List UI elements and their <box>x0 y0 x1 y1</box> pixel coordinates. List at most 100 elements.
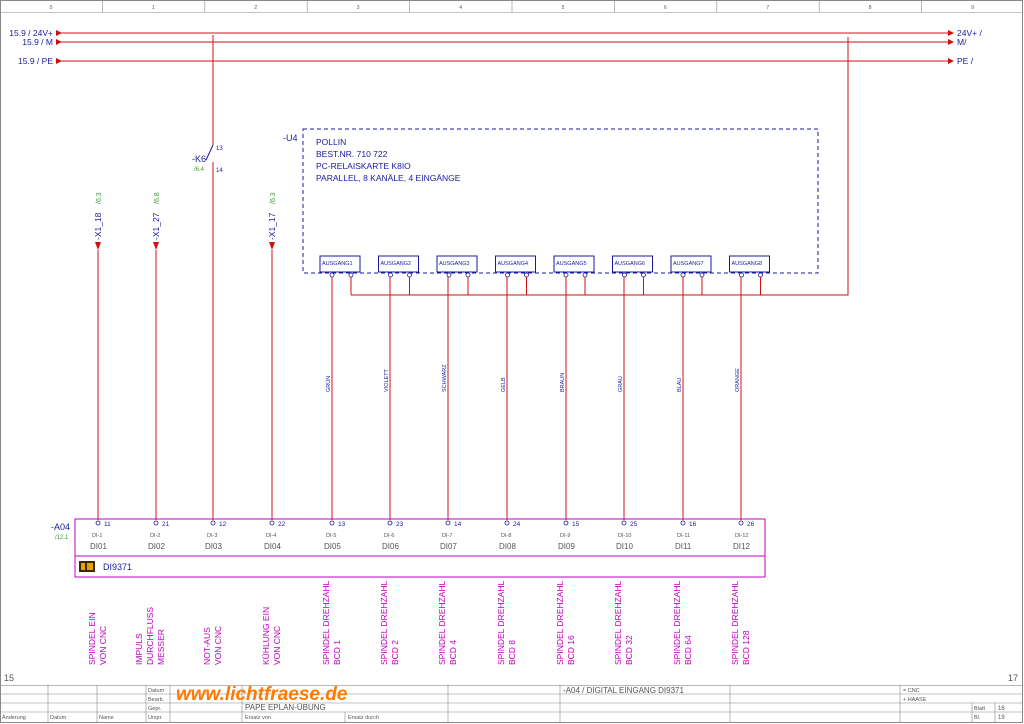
tb-ersatz-durch: Ersatz durch <box>348 715 379 721</box>
terminal-ref-2: /6.3 <box>270 192 277 204</box>
description-2-line-1: IMPULS <box>134 633 144 665</box>
input-pin-no-4: 22 <box>278 521 286 528</box>
wire-color-label-7: BLAU <box>677 378 683 392</box>
description-11-line-2: BCD 64 <box>683 635 693 665</box>
input-pin-no-2: 21 <box>162 521 170 528</box>
tb-title: -A04 / DIGITAL EINGANG DI9371 <box>563 686 684 695</box>
output-pin-b-7 <box>699 272 705 278</box>
input-di-12: DI-12 <box>735 533 748 539</box>
terminal-label-group-2: -X1_17/6.3 <box>267 192 277 240</box>
u4-line-4: PARALLEL, 8 KANÄLE, 4 EINGÄNGE <box>316 173 461 183</box>
terminal-label-group-0: -X1_18/6.3 <box>93 192 103 240</box>
tb-sheet-label: Blatt <box>974 706 985 712</box>
output-pin-b-6 <box>641 272 646 278</box>
input-pin-6 <box>387 520 393 526</box>
return-bus <box>351 37 849 296</box>
output-pin-b-1 <box>348 272 354 278</box>
rail-arrow-left-2 <box>56 58 62 64</box>
ruler-label-9: 9 <box>971 5 974 11</box>
tb-sheets-total: 19 <box>998 715 1005 721</box>
tb-datum2: Datum <box>50 715 67 721</box>
output-label-6: AUSGANG6 <box>615 261 646 267</box>
output-box-7 <box>670 255 712 273</box>
input-di-2: DI-2 <box>150 533 160 539</box>
ruler-label-1: 1 <box>152 5 155 11</box>
output-pin-a-4 <box>505 272 510 278</box>
input-name-9: DI09 <box>558 542 575 551</box>
output-pin-b-4 <box>524 272 529 278</box>
output-pin-a-2 <box>388 272 393 278</box>
input-pin-5 <box>329 520 335 526</box>
k6-name: -K6 <box>192 154 206 164</box>
input-di-3: DI-3 <box>207 533 217 539</box>
terminal-name-0: -X1_18 <box>93 212 103 240</box>
output-box-4 <box>495 255 536 273</box>
tb-name: Name <box>99 715 114 721</box>
description-1-line-1: SPINDEL EIN <box>87 612 97 665</box>
description-12-line-1: SPINDEL DREHZAHL <box>730 580 740 665</box>
input-pin-12 <box>738 520 744 526</box>
page-marker-left: 15 <box>4 673 14 683</box>
k6-ref: /6.4 <box>194 167 205 173</box>
a04-ref: /12.1 <box>55 535 69 541</box>
description-3-line-2: VON CNC <box>213 626 223 665</box>
input-di-6: DI-6 <box>384 533 394 539</box>
ruler-label-7: 7 <box>766 5 769 11</box>
input-pin-3 <box>210 520 216 526</box>
description-1-line-2: VON CNC <box>98 626 108 665</box>
input-name-11: DI11 <box>675 542 692 551</box>
terminal-arrow-2 <box>269 242 275 250</box>
input-name-12: DI12 <box>733 542 750 551</box>
wire-color-label-5: BRAUN <box>560 373 566 392</box>
input-name-7: DI07 <box>440 542 457 551</box>
output-pin-b-3 <box>465 272 471 278</box>
input-di-8: DI-8 <box>501 533 511 539</box>
description-3-line-1: NOT-AUS <box>202 627 212 665</box>
terminal-arrows: -X1_18/6.3 -X1_27/6.8 -X1_17/6.3 <box>93 192 277 520</box>
rail-right-label-2: PE / <box>957 56 974 66</box>
wire-color-label-3: SCHWARZ <box>442 364 448 392</box>
input-pin-4 <box>269 520 275 526</box>
input-name-6: DI06 <box>382 542 399 551</box>
u4-relay-card: -U4 POLLIN BEST.NR. 710 722 PC-RELAISKAR… <box>283 128 819 295</box>
ruler-label-0: 0 <box>50 5 53 11</box>
tb-bearb: Bearb. <box>148 697 165 703</box>
tb-location-2: + HAASE <box>903 697 927 703</box>
output-pin-a-7 <box>680 272 686 278</box>
rail-right-label-1: M/ <box>957 37 967 47</box>
title-block-text: Datum Bearb. Gepr. Urspr. Änderung Datum… <box>2 684 1005 721</box>
input-di-5: DI-5 <box>326 533 336 539</box>
u4-tag: -U4 <box>283 133 298 143</box>
wire-color-label-1: GRÜN <box>325 376 332 392</box>
wire-color-label-8: ORANGE <box>735 368 741 392</box>
description-8-line-1: SPINDEL DREHZAHL <box>496 580 506 665</box>
input-pin-no-12: 26 <box>747 521 755 528</box>
page-marker-right: 17 <box>1008 673 1018 683</box>
watermark: www.lichtfraese.de <box>176 684 348 705</box>
ruler-label-6: 6 <box>664 5 667 11</box>
output-pin-a-3 <box>446 272 452 278</box>
input-pin-no-8: 24 <box>513 521 521 528</box>
input-di-4: DI-4 <box>266 533 276 539</box>
terminal-label-group-1: -X1_27/6.8 <box>151 192 161 240</box>
u4-line-3: PC-RELAISKARTE K8IO <box>316 161 411 171</box>
description-9-line-1: SPINDEL DREHZAHL <box>555 580 565 665</box>
k6-pin-bottom: 14 <box>216 168 223 174</box>
module-logo-block <box>87 563 93 570</box>
output-pin-a-6 <box>622 272 627 278</box>
input-di-11: DI-11 <box>677 533 690 539</box>
output-pin-a-8 <box>739 272 744 278</box>
description-5-line-2: BCD 1 <box>332 640 342 665</box>
input-name-4: DI04 <box>264 542 281 551</box>
terminal-ref-1: /6.8 <box>154 192 161 204</box>
wire-color-label-4: GELB <box>501 377 507 392</box>
rail-arrow-right-2 <box>948 58 954 64</box>
input-name-2: DI02 <box>148 542 165 551</box>
output-label-2: AUSGANG2 <box>381 261 412 267</box>
relay-k6-contact: -K6 /6.4 13 14 <box>192 35 223 520</box>
rail-arrow-left-1 <box>56 39 62 45</box>
